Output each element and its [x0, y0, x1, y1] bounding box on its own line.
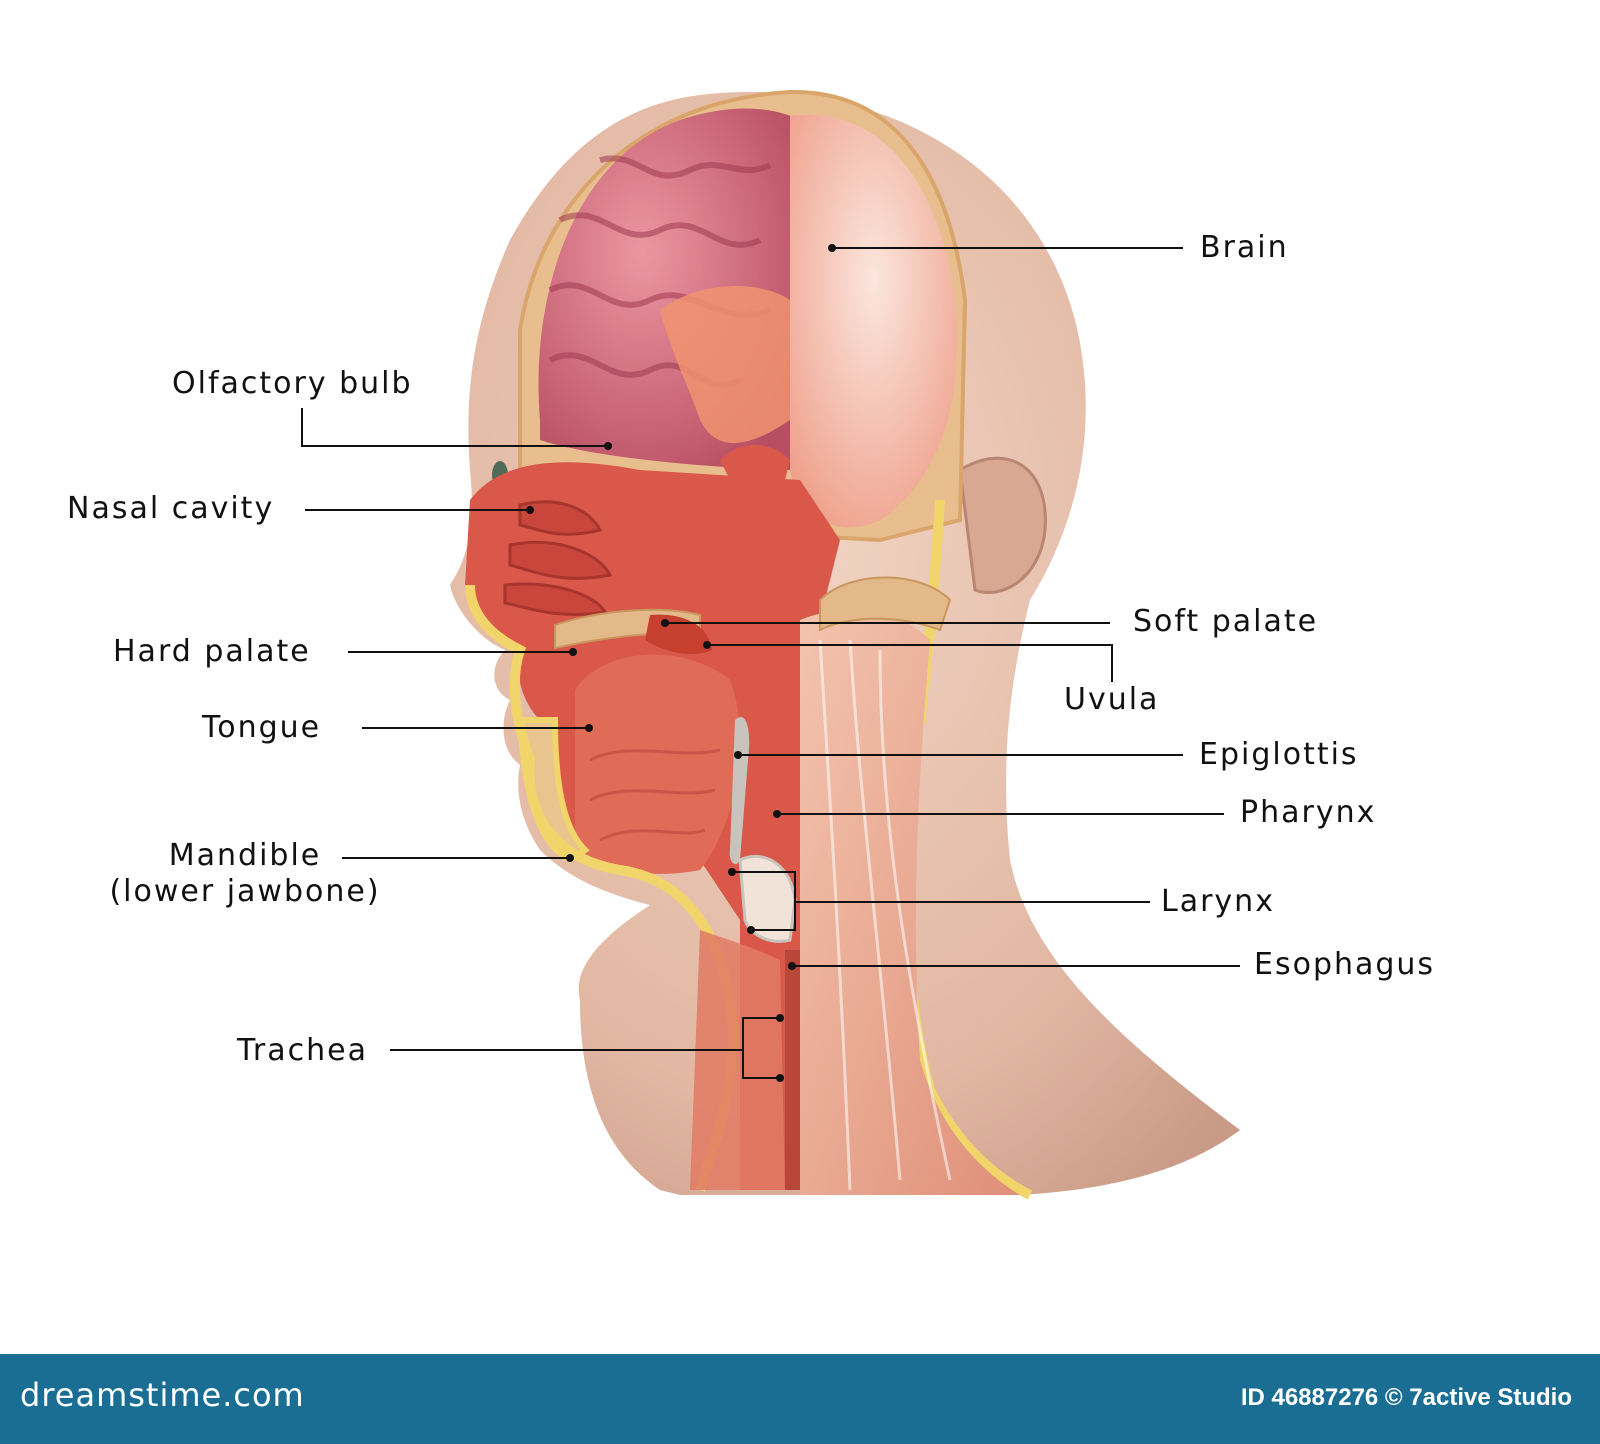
- label-soft-palate: Soft palate: [1133, 604, 1319, 639]
- watermark-footer-bar: dreamstime.com ID 46887276 © 7active Stu…: [0, 1354, 1600, 1444]
- label-mandible: Mandible (lower jawbone): [95, 838, 395, 910]
- trachea: [690, 930, 785, 1190]
- label-mandible-line1: Mandible: [168, 838, 322, 873]
- label-epiglottis: Epiglottis: [1199, 737, 1359, 772]
- label-hard-palate: Hard palate: [113, 634, 311, 669]
- esophagus: [785, 950, 800, 1190]
- label-mandible-line2: (lower jawbone): [109, 874, 381, 909]
- cervical-vertebra: [819, 576, 952, 632]
- label-olfactory-bulb: Olfactory bulb: [172, 366, 413, 401]
- brain-cross-section: [790, 114, 958, 528]
- tongue: [575, 654, 740, 874]
- label-esophagus: Esophagus: [1254, 947, 1436, 982]
- leader-lines: [301, 247, 1240, 1079]
- head-cross-section-illustration: [301, 89, 1240, 1200]
- footer-logo: dreamstime.com: [20, 1376, 305, 1414]
- label-tongue: Tongue: [202, 710, 322, 745]
- label-larynx: Larynx: [1161, 884, 1275, 919]
- anatomy-diagram: Brain Olfactory bulb Nasal cavity Soft p…: [67, 89, 1436, 1200]
- leader-dots: [526, 244, 836, 1082]
- label-trachea: Trachea: [237, 1033, 368, 1068]
- footer-credit: ID 46887276 © 7active Studio: [1240, 1384, 1572, 1411]
- label-pharynx: Pharynx: [1240, 795, 1377, 830]
- label-nasal-cavity: Nasal cavity: [67, 491, 275, 526]
- label-brain: Brain: [1200, 230, 1289, 265]
- label-uvula: Uvula: [1064, 682, 1160, 717]
